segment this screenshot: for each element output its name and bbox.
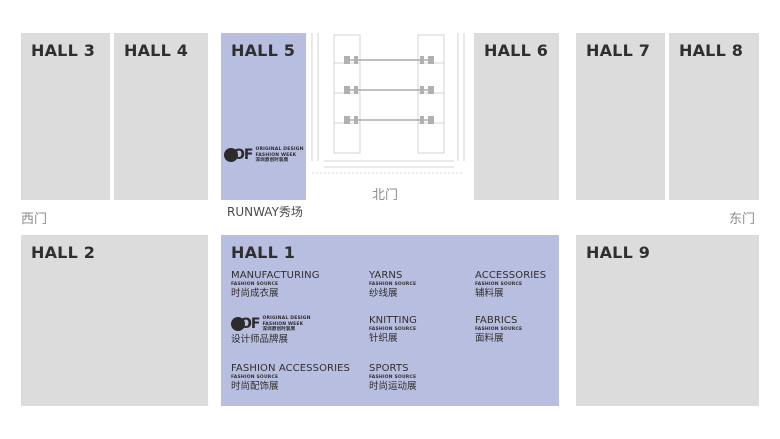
section-accessories: ACCESSORIES FASHION SOURCE 辅料展 xyxy=(475,270,547,299)
section-manufacturing: MANUFACTURING FASHION SOURCE 时尚成衣展 xyxy=(231,270,320,299)
hall-4-title: HALL 4 xyxy=(124,41,189,60)
section-designer-brands: 设计师品牌展 xyxy=(231,334,289,345)
section-fabrics: FABRICS FASHION SOURCE 面料展 xyxy=(475,315,523,344)
east-gate-label: 东门 xyxy=(729,212,756,227)
section-fashion-accessories: FASHION ACCESSORIES FASHION SOURCE 时尚配饰展 xyxy=(231,363,350,392)
hall-1[interactable]: HALL 1 MANUFACTURING FASHION SOURCE 时尚成衣… xyxy=(221,235,559,406)
odfw-logo-text: ORIGINAL DESIGN FASHION WEEK 深圳原创时装周 xyxy=(255,147,304,163)
runway-label: RUNWAY秀场 xyxy=(227,205,303,219)
hall-6-title: HALL 6 xyxy=(484,41,549,60)
hall-8-title: HALL 8 xyxy=(679,41,744,60)
section-sports: SPORTS FASHION SOURCE 时尚运动展 xyxy=(369,363,417,392)
hall-2-title: HALL 2 xyxy=(31,243,96,262)
odfw-logo-mark-hall1: OF xyxy=(231,316,260,332)
section-knitting: KNITTING FASHION SOURCE 针织展 xyxy=(369,315,418,344)
west-gate-label: 西门 xyxy=(21,212,48,227)
runway-stage-drawing xyxy=(311,33,465,174)
hall-2[interactable]: HALL 2 xyxy=(21,235,208,406)
odfw-logo: OF ORIGINAL DESIGN FASHION WEEK 深圳原创时装周 xyxy=(224,147,304,164)
odfw-logo-mark: OF xyxy=(224,147,253,163)
odfw-logo-text-hall1: ORIGINAL DESIGN FASHION WEEK 深圳原创时装周 xyxy=(262,316,311,332)
hall-9[interactable]: HALL 9 xyxy=(576,235,759,406)
odfw-logo-hall1: OF ORIGINAL DESIGN FASHION WEEK 深圳原创时装周 xyxy=(231,316,311,333)
hall-5-title: HALL 5 xyxy=(231,41,296,60)
section-yarns: YARNS FASHION SOURCE 纱线展 xyxy=(369,270,417,299)
hall-6[interactable]: HALL 6 xyxy=(474,33,559,200)
hall-3-title: HALL 3 xyxy=(31,41,96,60)
hall-7-title: HALL 7 xyxy=(586,41,651,60)
north-gate-label: 北门 xyxy=(372,188,399,203)
hall-1-title: HALL 1 xyxy=(231,243,296,262)
hall-5[interactable]: HALL 5 OF ORIGINAL DESIGN FASHION WEEK 深… xyxy=(221,33,306,219)
hall-8[interactable]: HALL 8 xyxy=(669,33,759,200)
hall-7[interactable]: HALL 7 xyxy=(576,33,665,200)
hall-9-title: HALL 9 xyxy=(586,243,651,262)
hall-4[interactable]: HALL 4 xyxy=(114,33,208,200)
hall-3[interactable]: HALL 3 xyxy=(21,33,110,200)
